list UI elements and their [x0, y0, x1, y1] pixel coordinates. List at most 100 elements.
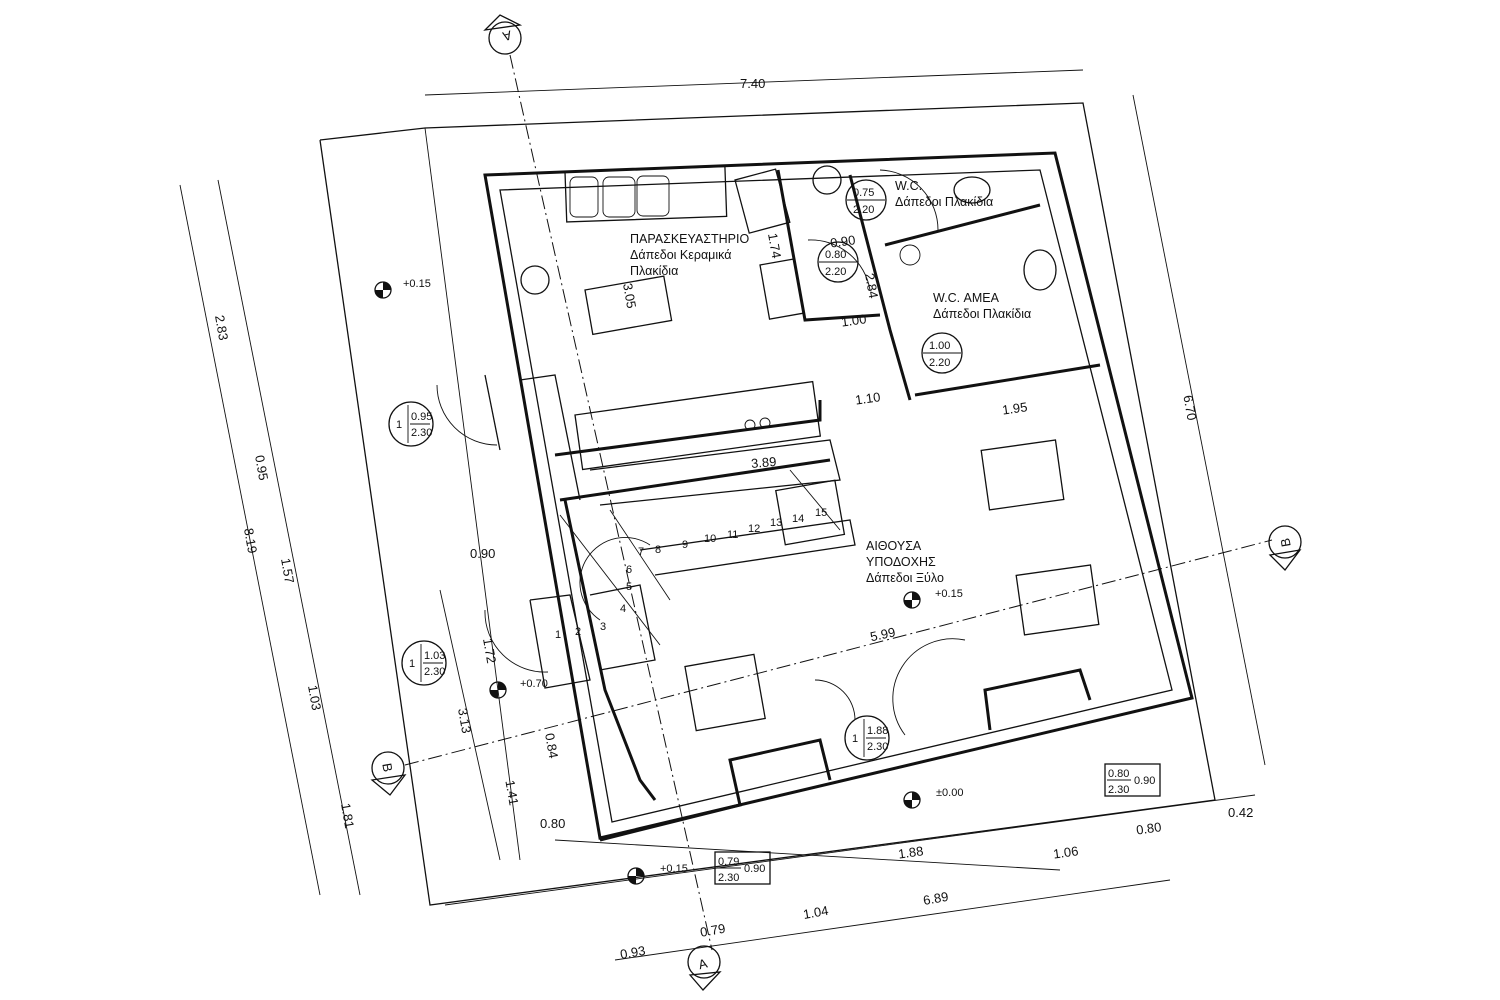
- door-tag: 1.002.20: [921, 332, 963, 374]
- svg-text:13: 13: [770, 517, 782, 529]
- svg-text:3.05: 3.05: [620, 282, 639, 310]
- dims-interior: 1.74 0.90 2.84 1.00 3.05 1.10 1.95 3.89 …: [620, 232, 1028, 644]
- svg-text:+0.15: +0.15: [660, 863, 688, 875]
- dims-left: 2.83 0.95 8.19 1.57 1.03 1.81: [212, 314, 357, 830]
- svg-text:0.90: 0.90: [470, 546, 495, 561]
- svg-text:6: 6: [626, 564, 632, 576]
- svg-text:1.81: 1.81: [338, 802, 357, 830]
- svg-text:0.75: 0.75: [853, 187, 874, 199]
- svg-text:2.30: 2.30: [718, 872, 739, 884]
- svg-text:1.41: 1.41: [502, 779, 521, 807]
- svg-text:1.95: 1.95: [1001, 399, 1028, 417]
- svg-text:4: 4: [620, 603, 626, 615]
- building-outer-wall: [483, 151, 1194, 840]
- svg-text:ΑΙΘΟΥΣΑ: ΑΙΘΟΥΣΑ: [866, 539, 922, 553]
- svg-text:0.95: 0.95: [252, 454, 271, 482]
- section-marker-b-right: B: [1268, 525, 1302, 571]
- svg-text:0.79: 0.79: [699, 921, 727, 940]
- svg-text:0.79: 0.79: [718, 856, 739, 868]
- door-tag: 0.75 2.20: [845, 179, 887, 221]
- svg-text:0.90: 0.90: [744, 863, 765, 875]
- window-tag: 1 1.03 2.30: [401, 640, 447, 686]
- window-box-tag: 0.802.300.90: [1104, 763, 1161, 797]
- window-box-tag: 0.79 2.30 0.90: [714, 851, 771, 885]
- svg-text:11: 11: [727, 529, 738, 541]
- svg-text:5.99: 5.99: [869, 624, 897, 644]
- staircase: [529, 439, 856, 689]
- svg-text:0.90: 0.90: [1134, 775, 1155, 787]
- dim-right: 6.70: [1180, 394, 1199, 422]
- svg-text:2.30: 2.30: [1108, 784, 1129, 796]
- level-marker: ±0.00: [903, 787, 963, 809]
- stair-step-numbers: 1 2 3 4 5 6 7 8 9 10 11 12 13 14 15: [555, 507, 827, 641]
- svg-text:A: A: [501, 27, 514, 44]
- svg-text:9: 9: [682, 539, 688, 551]
- svg-text:3.13: 3.13: [455, 707, 474, 735]
- svg-text:2.20: 2.20: [853, 204, 874, 216]
- svg-text:±0.00: ±0.00: [936, 787, 963, 799]
- svg-text:Δάπεδοι Πλακίδια: Δάπεδοι Πλακίδια: [895, 195, 993, 209]
- svg-text:2.83: 2.83: [212, 314, 231, 342]
- svg-text:0.80: 0.80: [540, 816, 565, 831]
- svg-text:0.80: 0.80: [1135, 819, 1162, 837]
- svg-text:ΥΠΟΔΟΧΗΣ: ΥΠΟΔΟΧΗΣ: [866, 555, 936, 569]
- kitchen-fixtures: [520, 165, 1057, 471]
- dining-tables: [684, 439, 1100, 732]
- svg-text:8.19: 8.19: [241, 527, 260, 555]
- dim-top: 7.40: [740, 76, 765, 91]
- svg-text:B: B: [379, 762, 395, 773]
- svg-text:3: 3: [600, 621, 606, 633]
- room-kitchen: ΠΑΡΑΣΚΕΥΑΣΤΗΡΙΟ Δάπεδοι Κεραμικά Πλακίδι…: [630, 232, 749, 278]
- svg-text:1.88: 1.88: [867, 725, 888, 737]
- svg-text:2.30: 2.30: [411, 427, 432, 439]
- svg-text:A: A: [697, 955, 710, 972]
- svg-text:1.03: 1.03: [305, 684, 324, 712]
- interior-walls: [484, 169, 1101, 842]
- section-line-b: [404, 539, 1273, 766]
- svg-text:14: 14: [792, 513, 804, 525]
- svg-text:2.30: 2.30: [424, 666, 445, 678]
- svg-text:2.20: 2.20: [825, 266, 846, 278]
- section-marker-b-left: B: [370, 751, 407, 796]
- svg-text:1.74: 1.74: [765, 232, 784, 260]
- svg-text:2.84: 2.84: [862, 272, 881, 300]
- svg-text:1.00: 1.00: [840, 311, 867, 329]
- svg-text:B: B: [1277, 537, 1293, 548]
- svg-text:1: 1: [409, 658, 415, 670]
- svg-text:+0.70: +0.70: [520, 678, 548, 690]
- level-marker: +0.15: [374, 278, 431, 299]
- svg-text:ΠΑΡΑΣΚΕΥΑΣΤΗΡΙΟ: ΠΑΡΑΣΚΕΥΑΣΤΗΡΙΟ: [630, 232, 749, 246]
- svg-text:0.84: 0.84: [542, 732, 561, 760]
- svg-text:1.72: 1.72: [480, 637, 499, 665]
- svg-text:Δάπεδοι Πλακίδια: Δάπεδοι Πλακίδια: [933, 307, 1031, 321]
- level-marker: +0.70: [489, 678, 548, 699]
- svg-text:8: 8: [655, 544, 661, 556]
- svg-text:Δάπεδοι Κεραμικά: Δάπεδοι Κεραμικά: [630, 248, 731, 262]
- site-inner-line: [424, 127, 521, 861]
- svg-text:0.42: 0.42: [1228, 805, 1253, 820]
- svg-text:1.57: 1.57: [278, 557, 297, 585]
- room-reception-hall: ΑΙΘΟΥΣΑ ΥΠΟΔΟΧΗΣ Δάπεδοι Ξύλο: [866, 539, 944, 585]
- svg-text:3.89: 3.89: [750, 454, 777, 471]
- svg-text:15: 15: [815, 507, 827, 519]
- room-wc: W.C. Δάπεδοι Πλακίδια: [895, 179, 993, 209]
- svg-text:1: 1: [396, 419, 402, 431]
- site-boundary: [319, 102, 1216, 906]
- dims-bottom: 0.93 0.79 1.04 6.89 1.88 1.06 0.80 0.42: [619, 805, 1253, 962]
- window-tag: 11.882.30: [844, 715, 890, 761]
- svg-text:1: 1: [555, 629, 561, 641]
- svg-text:1.04: 1.04: [802, 903, 830, 922]
- door-tag: 0.802.20: [817, 241, 859, 283]
- svg-text:5: 5: [626, 581, 632, 593]
- svg-text:1.03: 1.03: [424, 650, 445, 662]
- svg-text:0.95: 0.95: [411, 411, 432, 423]
- door-swings: [436, 169, 966, 736]
- svg-text:+0.15: +0.15: [935, 588, 963, 600]
- svg-text:12: 12: [748, 523, 760, 535]
- svg-text:2.30: 2.30: [867, 741, 888, 753]
- dims-entry: 0.90 1.72 3.13 0.84 1.41 0.80: [455, 546, 565, 831]
- svg-text:W.C.: W.C.: [895, 179, 922, 193]
- svg-text:1.88: 1.88: [897, 843, 924, 861]
- level-marker: +0.15: [627, 863, 688, 885]
